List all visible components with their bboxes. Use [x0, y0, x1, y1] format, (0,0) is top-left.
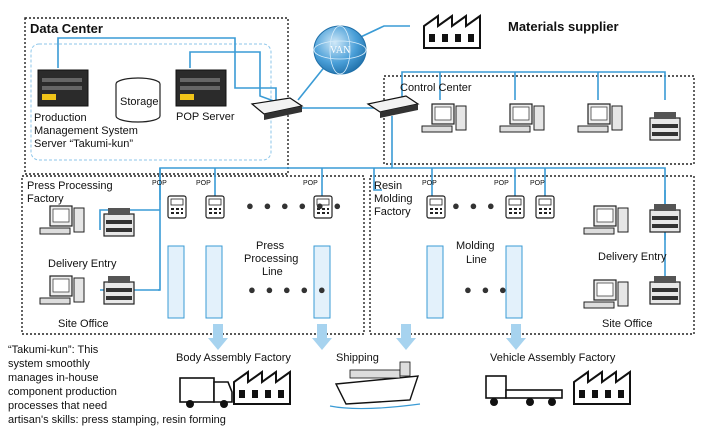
pop-terminal-icon [205, 195, 225, 219]
molding-line-column [426, 245, 444, 319]
storage-label: Storage [120, 96, 159, 108]
molding-line-column [505, 245, 523, 319]
down-arrow-icon [396, 324, 416, 350]
body-assembly-label: Body Assembly Factory [176, 352, 291, 364]
storage-icon [115, 77, 161, 123]
press-delivery-entry-label: Delivery Entry [48, 258, 117, 270]
resin-delivery-entry-label: Delivery Entry [598, 251, 667, 263]
materials-supplier-label: Materials supplier [508, 19, 619, 34]
caption-line-6: artisan's skills: press stamping, resin … [8, 414, 226, 426]
down-arrow-icon [208, 324, 228, 350]
press-line-column [205, 245, 223, 319]
caption-line-3: manages in-house [8, 372, 99, 384]
pop-terminal-icon [535, 195, 555, 219]
resin-factory-title-line1: Resin [374, 180, 403, 192]
pop-terminal-icon [167, 195, 187, 219]
van-label: VAN [330, 45, 351, 56]
body-assembly-factory-icon [233, 371, 291, 405]
pop-tag: POP [303, 180, 318, 187]
pop-terminal-icon [505, 195, 525, 219]
ellipsis-dots: ● ● ● ● ● [248, 282, 329, 297]
caption-line-2: system smoothly [8, 358, 90, 370]
supplier-factory-icon [423, 15, 481, 49]
pop-tag: POP [152, 180, 167, 187]
ellipsis-dots: ● ● ● [464, 282, 510, 297]
data-center-box [24, 17, 289, 175]
production-server-label-line2: Management System [34, 125, 138, 137]
pop-terminal-icon [426, 195, 446, 219]
press-line-label-line2: Processing [244, 253, 299, 265]
pop-tag: POP [422, 180, 437, 187]
vehicle-assembly-factory-icon [573, 371, 631, 405]
pop-server-label: POP Server [176, 111, 235, 123]
pc-icon [583, 279, 629, 309]
caption-line-4: component production [8, 386, 117, 398]
ship-icon [329, 361, 421, 410]
flatbed-truck-icon [485, 375, 563, 406]
pc-icon [499, 103, 545, 133]
pop-tag: POP [530, 180, 545, 187]
press-factory-title-line1: Press Processing [27, 180, 113, 192]
press-line-column [167, 245, 185, 319]
data-center-title: Data Center [30, 21, 103, 36]
ellipsis-dots: ● ● ● [452, 198, 498, 213]
resin-factory-title-line3: Factory [374, 206, 411, 218]
down-arrow-icon [506, 324, 526, 350]
press-line-label-line3: Line [262, 266, 283, 278]
van-globe-icon [313, 25, 367, 75]
production-server-icon [37, 69, 89, 107]
production-server-label-line3: Server “Takumi-kun” [34, 138, 134, 150]
control-center-box [383, 75, 695, 165]
production-server-label-line1: Production [34, 112, 87, 124]
caption-line-5: processes that need [8, 400, 108, 412]
printer-icon [649, 275, 681, 305]
pc-icon [39, 205, 85, 235]
printer-icon [103, 275, 135, 305]
printer-icon [649, 203, 681, 233]
press-factory-title-line2: Factory [27, 193, 64, 205]
pc-icon [39, 275, 85, 305]
printer-icon [103, 207, 135, 237]
press-line-label-line1: Press [256, 240, 285, 252]
truck-icon [179, 377, 233, 408]
down-arrow-icon [312, 324, 332, 350]
network-lines [57, 25, 666, 300]
resin-site-office-label: Site Office [602, 318, 653, 330]
pc-icon [421, 103, 467, 133]
press-site-office-label: Site Office [58, 318, 109, 330]
printer-icon [649, 111, 681, 141]
control-center-label: Control Center [400, 82, 472, 94]
molding-line-label-line2: Line [466, 254, 487, 266]
caption-line-1: “Takumi-kun”: This [8, 344, 99, 356]
molding-line-label-line1: Molding [456, 240, 495, 252]
pop-server-icon [175, 69, 227, 107]
ellipsis-dots: ● ● ● ● ● ● [246, 198, 345, 213]
vehicle-assembly-label: Vehicle Assembly Factory [490, 352, 616, 364]
router-icon [366, 95, 420, 118]
router-icon [250, 97, 304, 120]
resin-factory-title-line2: Molding [374, 193, 413, 205]
production-line-columns [167, 245, 523, 319]
resin-factory-box [369, 175, 695, 335]
pop-tag: POP [196, 180, 211, 187]
pc-icon [577, 103, 623, 133]
pop-tag: POP [494, 180, 509, 187]
pc-icon [583, 205, 629, 235]
shipping-label: Shipping [336, 352, 379, 364]
press-line-column [313, 245, 331, 319]
press-factory-box [21, 175, 365, 335]
